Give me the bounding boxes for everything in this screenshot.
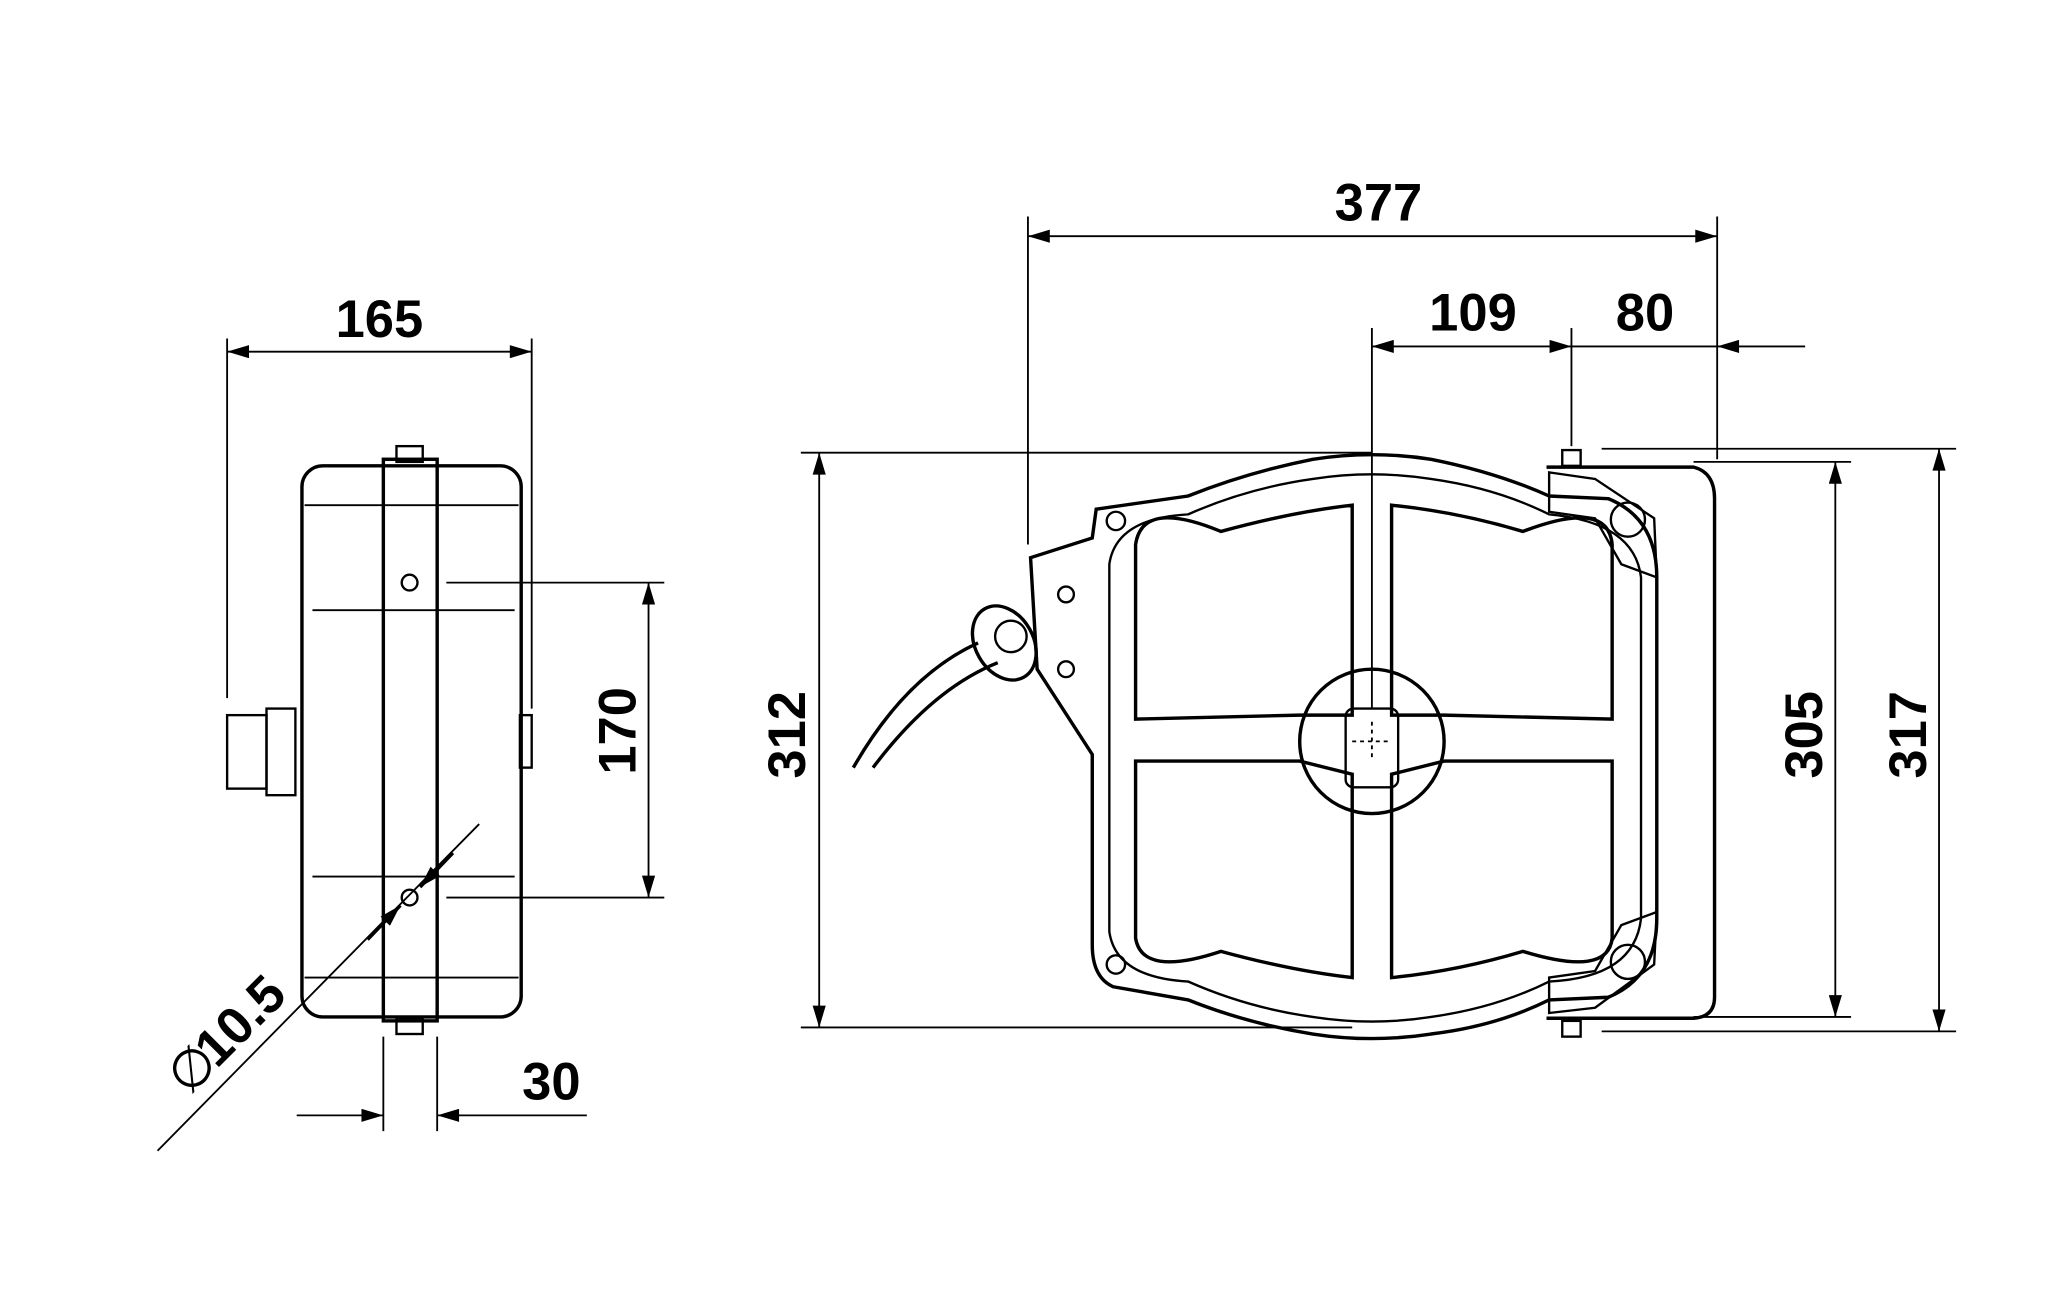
dimension-377: 377 (1027, 173, 1719, 545)
dimension-label-165: 165 (336, 290, 424, 349)
front-view: 377 109 80 312 305 317 (758, 173, 1957, 1041)
dimension-diameter-10-5: ∅ 10.5 (156, 823, 480, 1152)
dimension-label-80: 80 (1616, 284, 1674, 343)
dimension-label-109: 109 (1429, 284, 1517, 343)
dimension-312: 312 (758, 451, 1372, 1029)
hose (851, 604, 1038, 769)
side-view: 165 170 30 ∅ 10.5 (156, 290, 665, 1152)
dimension-label-170: 170 (588, 687, 647, 775)
dimension-label-317: 317 (1879, 691, 1938, 779)
reel-housing (1028, 453, 1659, 1041)
dimension-label-312: 312 (758, 691, 817, 779)
dimension-label-377: 377 (1335, 173, 1423, 232)
dimension-305: 305 (1693, 460, 1852, 1018)
dimension-label-30: 30 (522, 1053, 580, 1112)
dimension-165: 165 (226, 290, 533, 709)
dimension-109-80: 109 80 (1370, 284, 1806, 709)
dimension-label-305: 305 (1775, 691, 1834, 779)
dimension-30: 30 (296, 1036, 587, 1132)
dimension-317: 317 (1601, 447, 1957, 1033)
side-body (225, 444, 533, 1036)
dimension-170: 170 (446, 581, 665, 899)
